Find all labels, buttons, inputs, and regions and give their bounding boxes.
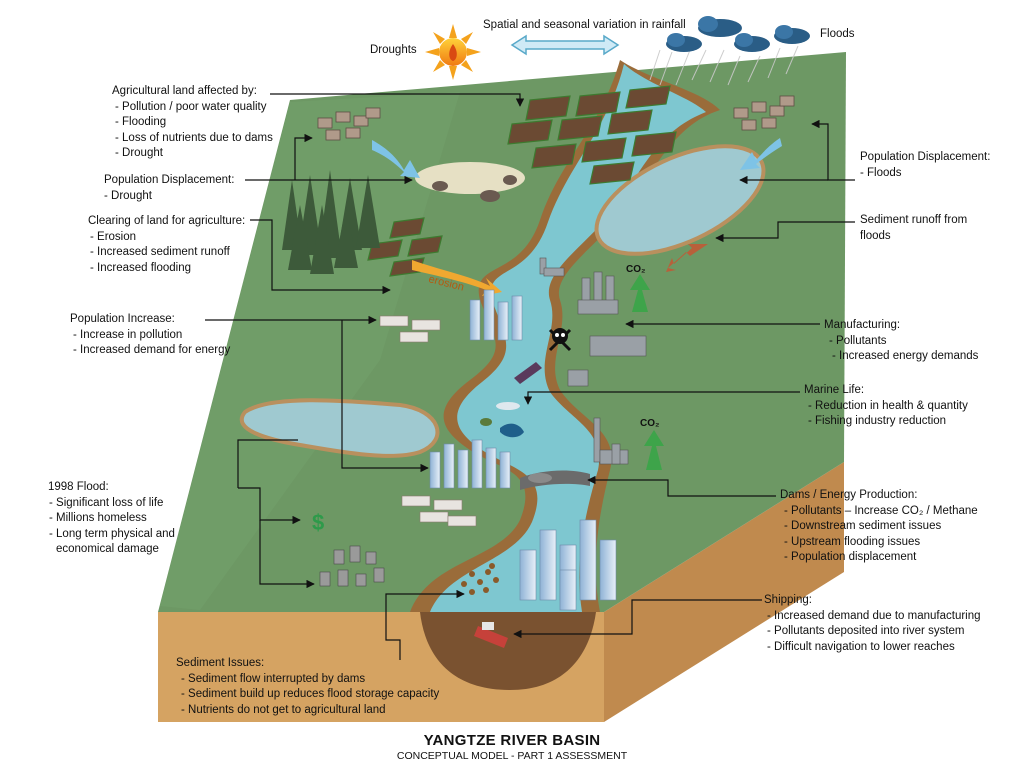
diagram-title: YANGTZE RIVER BASIN [423, 732, 601, 749]
dams-heading: Dams / Energy Production: [780, 489, 918, 501]
manufacturing-item: - Pollutants [829, 334, 887, 347]
shipping-callout: Shipping: - Increased demand due to manu… [764, 593, 981, 655]
clearing-item: - Erosion [90, 230, 137, 243]
displacement-arrow-east [740, 138, 782, 170]
dams-item: - Population displacement [784, 551, 917, 563]
floods-label: Floods [820, 28, 855, 40]
popinc-item: - Increase in pollution [73, 328, 183, 341]
house-icon [317, 95, 795, 141]
sediment-heading: Sediment Issues: [176, 657, 265, 669]
skull-crossbones-icon [548, 328, 572, 352]
sedrunoff-callout: Sediment runoff from floods [860, 213, 967, 244]
sedrunoff-item: floods [860, 229, 891, 242]
tree-icon [282, 170, 380, 274]
connector-lines [205, 93, 855, 660]
flood1998-callout: 1998 Flood: - Significant loss of life -… [48, 480, 175, 558]
manufacturing-heading: Manufacturing: [824, 319, 901, 331]
displacement-arrow-west [372, 140, 420, 178]
popdisp-drought-heading: Population Displacement: [104, 174, 235, 186]
co2-emission-arrows [630, 274, 664, 470]
marine-item: - Fishing industry reduction [808, 415, 947, 427]
shipping-item: - Pollutants deposited into river system [767, 625, 965, 637]
sediment-item: - Sediment flow interrupted by dams [181, 672, 366, 685]
popdisp-floods-item: - Floods [860, 166, 902, 179]
marine-heading: Marine Life: [804, 384, 865, 396]
city-building-icon [429, 289, 617, 611]
clearing-item: - Increased sediment runoff [90, 246, 230, 258]
sediment-runoff-arrow [666, 244, 708, 272]
rainfall-label: Spatial and seasonal variation in rainfa… [483, 19, 686, 31]
dams-item: - Upstream flooding issues [784, 535, 921, 548]
rocks [432, 175, 517, 202]
double-arrow-icon [510, 34, 620, 56]
river [410, 60, 720, 612]
flood-lake [240, 398, 440, 458]
dams-item: - Pollutants – Increase CO₂ / Methane [784, 504, 978, 517]
ship-icon [474, 362, 542, 648]
flood1998-heading: 1998 Flood: [48, 481, 109, 493]
popdisp-drought-callout: Population Displacement: - Drought [104, 173, 234, 204]
sediment-callout: Sediment Issues: - Sediment flow interru… [176, 656, 439, 718]
manufacturing-callout: Manufacturing: - Pollutants - Increased … [824, 318, 978, 365]
storm-cloud-icon [649, 16, 810, 86]
upstream-lake [594, 144, 766, 256]
marine-item: - Reduction in health & quantity [808, 399, 968, 412]
co2-label-b: CO₂ [640, 418, 659, 429]
dollar-icon: $ [312, 510, 324, 535]
popinc-callout: Population Increase: - Increase in pollu… [70, 312, 230, 359]
clearing-callout: Clearing of land for agriculture: - Eros… [88, 214, 245, 276]
agri-item: - Pollution / poor water quality [115, 100, 267, 113]
sun-icon [425, 24, 481, 80]
gravestone-icon [319, 545, 385, 587]
dam [520, 470, 590, 490]
clearing-heading: Clearing of land for agriculture: [88, 215, 246, 227]
popdisp-drought-item: - Drought [104, 189, 152, 202]
dams-item: - Downstream sediment issues [784, 520, 942, 532]
diagram-subtitle: CONCEPTUAL MODEL - PART 1 ASSESSMENT [396, 750, 628, 762]
shipping-heading: Shipping: [764, 594, 812, 606]
shipping-item: - Increased demand due to manufacturing [767, 609, 981, 622]
sediment-item: - Sediment build up reduces flood storag… [181, 688, 440, 700]
co2-label-a: CO₂ [626, 264, 645, 275]
flood1998-item: - Long term physical and [49, 527, 175, 540]
sedrunoff-heading: Sediment runoff from [860, 214, 968, 226]
agri-item: - Loss of nutrients due to dams [115, 131, 273, 144]
agri-item: - Drought [115, 147, 163, 159]
sediment-item: - Nutrients do not get to agricultural l… [181, 703, 386, 716]
popdisp-floods-heading: Population Displacement: [860, 151, 991, 163]
sediment-particles [461, 563, 499, 595]
popinc-heading: Population Increase: [70, 313, 175, 325]
residential-blocks [379, 315, 477, 527]
manufacturing-item: - Increased energy demands [832, 350, 979, 362]
clearing-item: - Increased flooding [90, 261, 192, 274]
shipping-item: - Difficult navigation to lower reaches [767, 640, 955, 653]
dams-callout: Dams / Energy Production: - Pollutants –… [780, 488, 978, 566]
flood1998-item: - Millions homeless [49, 512, 147, 524]
flood1998-item: economical damage [56, 543, 159, 555]
agri-heading: Agricultural land affected by: [112, 85, 257, 97]
flood1998-item: - Significant loss of life [49, 496, 164, 509]
agri-item: - Flooding [115, 116, 167, 128]
marine-callout: Marine Life: - Reduction in health & qua… [804, 383, 968, 430]
factory-icon [539, 257, 647, 465]
popdisp-floods-callout: Population Displacement: - Floods [860, 150, 990, 181]
fish-icon [480, 402, 524, 438]
popinc-item: - Increased demand for energy [73, 344, 231, 356]
agri-callout: Agricultural land affected by: - Polluti… [112, 84, 273, 162]
droughts-label: Droughts [370, 44, 417, 56]
